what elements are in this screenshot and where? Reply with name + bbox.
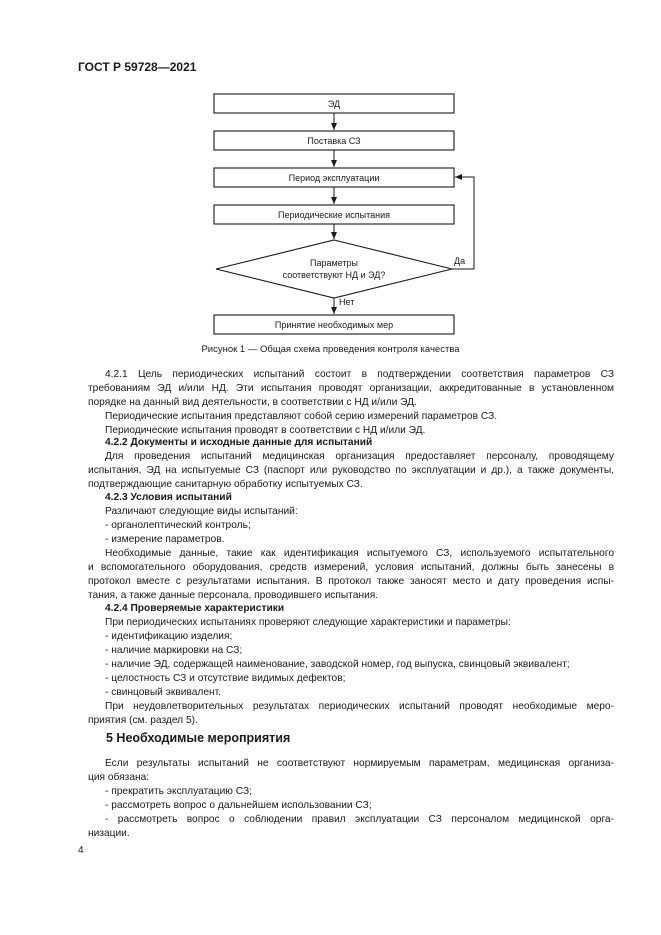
yes-label: Да [454, 256, 465, 266]
flow-decision-diamond [215, 239, 453, 299]
figure-caption: Рисунок 1 — Общая схема проведения контр… [201, 344, 460, 355]
text-line: протокол вместе с результатами испытания… [88, 576, 614, 587]
flow-box-tests-label: Периодические испытания [278, 210, 390, 220]
text-line: низации. [88, 828, 130, 839]
flow-box-operation-label: Период эксплуатации [289, 173, 380, 183]
list-item: - идентификацию изделия; [105, 631, 233, 642]
text-line: подтверждающие санитарную обработку испы… [88, 479, 363, 490]
section-title: 5 Необходимые мероприятия [106, 731, 291, 745]
text-line: Периодические испытания проводят в соотв… [105, 425, 426, 436]
text-line: 4.2.1 Цель периодических испытаний состо… [105, 369, 614, 380]
list-item: - свинцовый эквивалент. [105, 687, 222, 698]
text-line: Периодические испытания представляют соб… [105, 411, 498, 422]
subsection-title: 4.2.3 Условия испытаний [105, 492, 232, 503]
text-line: Для проведения испытаний медицинская орг… [105, 451, 614, 462]
list-item: - органолептический контроль; [105, 520, 251, 531]
text-line: испытания, ЭД на испытуемые СЗ (паспорт … [88, 465, 614, 476]
flow-box-delivery-label: Поставка СЗ [307, 136, 360, 146]
list-item: - рассмотреть вопрос о соблюдении правил… [105, 814, 614, 825]
text-line: Необходимые данные, такие как идентифика… [105, 548, 614, 559]
arrow-yes-loop [452, 174, 475, 270]
text-line: При периодических испытаниях проверяют с… [105, 617, 511, 628]
list-item: - целостность СЗ и отсутствие видимых де… [105, 673, 346, 684]
decision-line-1: Параметры [310, 258, 358, 268]
document-code: ГОСТ Р 59728—2021 [78, 60, 197, 74]
text-line: тания, а также данные персонала, проводи… [88, 590, 379, 601]
text-line: Различают следующие виды испытаний: [105, 506, 298, 517]
text-line: При неудовлетворительных результатах пер… [105, 701, 614, 712]
flow-box-ed-label: ЭД [328, 99, 340, 109]
text-line: Если результаты испытаний не соответству… [105, 758, 614, 769]
flow-box-measures [213, 314, 455, 335]
subsection-title: 4.2.2 Документы и исходные данные для ис… [105, 437, 373, 448]
list-item: - наличие ЭД, содержащей наименование, з… [105, 659, 570, 670]
no-label: Нет [339, 297, 354, 307]
text-line: требованиям ЭД и/или НД. Эти испытания п… [88, 383, 614, 394]
subsection-title: 4.2.4 Проверяемые характеристики [105, 603, 285, 614]
text-line: порядке на данный вид деятельности, в со… [88, 397, 417, 408]
page-number: 4 [78, 845, 84, 856]
flow-box-measures-label: Принятие необходимых мер [275, 320, 393, 330]
list-item: - рассмотреть вопрос о дальнейшем исполь… [105, 800, 372, 811]
text-line: приятия (см. раздел 5). [88, 715, 198, 726]
text-line: ция обязана: [88, 772, 150, 783]
quality-control-flowchart: ЭД Поставка СЗ Период эксплуатации Перио… [213, 93, 475, 335]
list-item: - измерение параметров. [105, 534, 225, 545]
decision-line-2: соответствуют НД и ЭД? [283, 270, 386, 280]
list-item: - наличие маркировки на СЗ; [105, 645, 243, 656]
text-line: и вспомогательного оборудования, средств… [88, 562, 614, 573]
list-item: - прекратить эксплуатацию СЗ; [105, 786, 252, 797]
